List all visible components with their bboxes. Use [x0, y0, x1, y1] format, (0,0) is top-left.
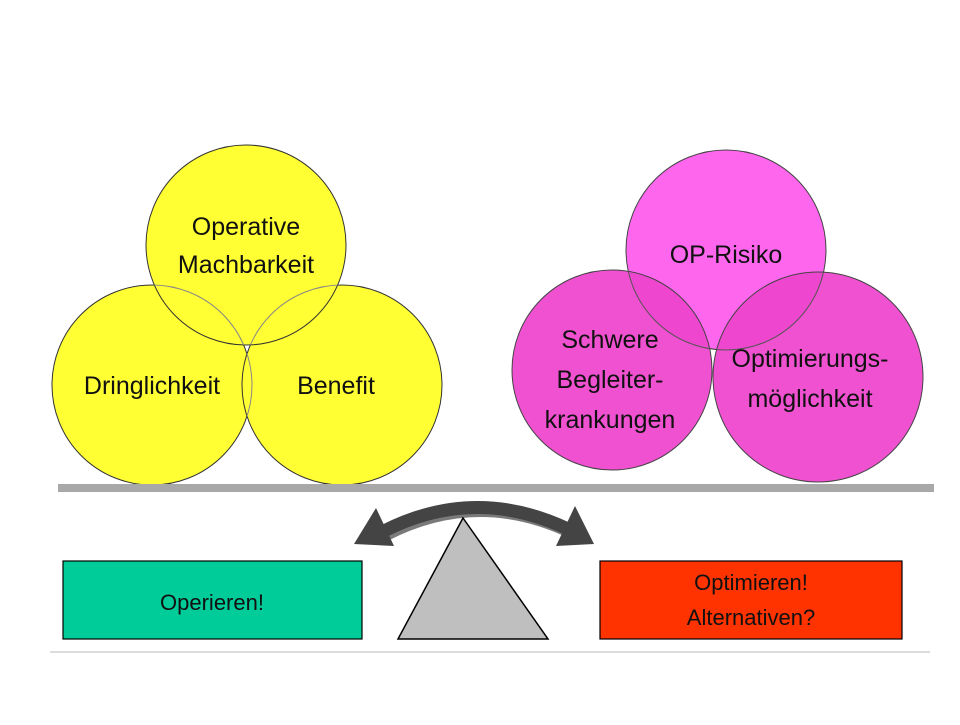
label-alternativen: Alternativen?: [687, 605, 815, 630]
tilt-double-arrow-icon: [354, 501, 594, 546]
label-begleiter: Begleiter-: [557, 366, 664, 394]
fulcrum-triangle: [396, 516, 550, 640]
balance-beam: [58, 484, 934, 492]
label-machbarkeit: Machbarkeit: [178, 251, 314, 279]
circle-operative-machbarkeit: [145, 144, 347, 346]
left-circle-cluster: Operative Machbarkeit Dringlichkeit Bene…: [51, 144, 443, 486]
label-schwere: Schwere: [561, 326, 658, 354]
label-dringlichkeit: Dringlichkeit: [84, 372, 220, 400]
label-operative: Operative: [192, 213, 300, 241]
label-moeglichkeit: möglichkeit: [747, 385, 872, 413]
label-operieren: Operieren!: [160, 590, 264, 615]
circle-optimierungsmoeglichkeit: [712, 271, 924, 483]
label-benefit: Benefit: [297, 372, 375, 400]
box-operieren: Operieren!: [62, 560, 363, 640]
label-op-risiko: OP-Risiko: [670, 241, 783, 269]
box-optimieren: Optimieren! Alternativen?: [599, 560, 903, 640]
circle-schwere-begleiterkrankungen: [511, 269, 713, 471]
right-circle-cluster: OP-Risiko Schwere Begleiter- krankungen …: [511, 149, 924, 483]
label-optimierungs: Optimierungs-: [732, 345, 889, 373]
label-krankungen: krankungen: [545, 406, 676, 434]
label-optimieren: Optimieren!: [694, 570, 808, 595]
